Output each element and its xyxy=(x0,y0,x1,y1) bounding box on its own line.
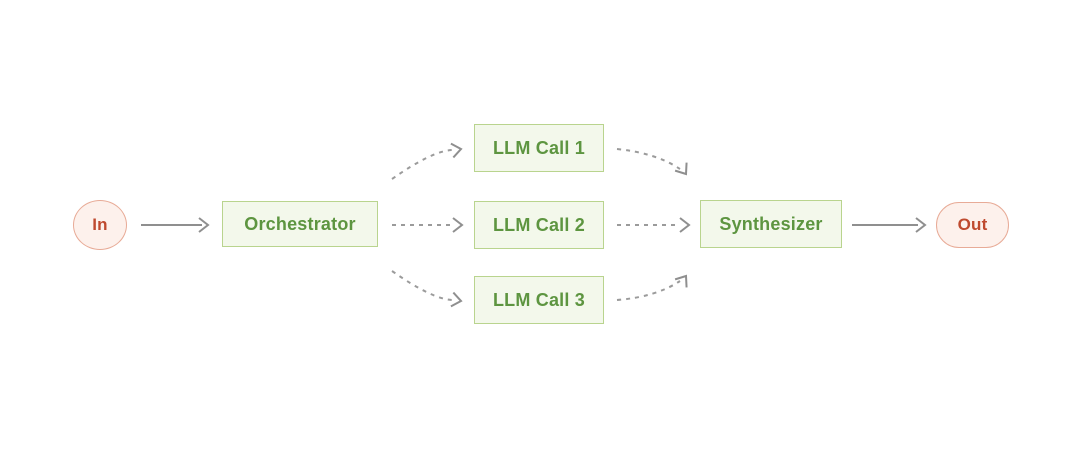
node-synthesizer-label: Synthesizer xyxy=(719,213,823,234)
edge-synthesizer-out xyxy=(852,217,927,233)
node-llm-call-3: LLM Call 3 xyxy=(474,276,604,324)
node-orchestrator-label: Orchestrator xyxy=(244,213,356,234)
edge-in-orchestrator xyxy=(141,217,210,233)
node-synthesizer: Synthesizer xyxy=(700,200,842,248)
edge-orchestrator-llm-call-2 xyxy=(392,217,464,233)
node-llm-call-1: LLM Call 1 xyxy=(474,124,604,172)
edge-llm-call-1-synthesizer xyxy=(616,148,688,176)
edge-llm-call-3-synthesizer xyxy=(616,274,688,301)
node-llm-call-1-label: LLM Call 1 xyxy=(492,137,585,158)
edge-orchestrator-llm-call-3 xyxy=(391,270,463,308)
node-llm-call-3-label: LLM Call 3 xyxy=(492,289,585,310)
edge-llm-call-2-synthesizer xyxy=(617,217,691,233)
node-in: In xyxy=(73,200,127,250)
edge-orchestrator-llm-call-1 xyxy=(391,142,463,180)
node-out: Out xyxy=(936,202,1009,248)
node-llm-call-2: LLM Call 2 xyxy=(474,201,604,249)
node-in-label: In xyxy=(92,215,108,234)
node-out-label: Out xyxy=(957,215,988,234)
node-llm-call-2-label: LLM Call 2 xyxy=(492,214,585,235)
node-orchestrator: Orchestrator xyxy=(222,201,378,247)
